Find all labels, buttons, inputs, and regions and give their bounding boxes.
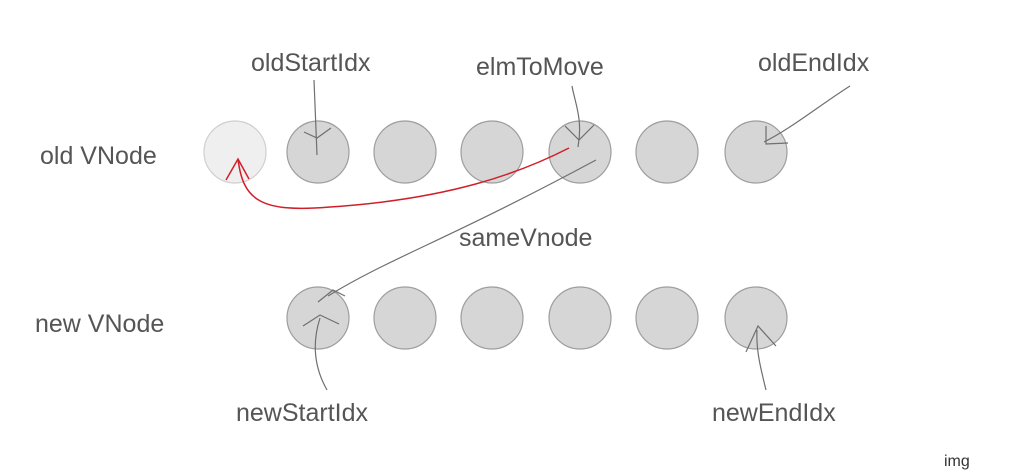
old-start-idx-label: oldStartIdx	[251, 49, 371, 77]
new-vnode-node-3	[460, 286, 524, 350]
old-vnode-node-3	[460, 120, 524, 184]
old-vnode-node-5	[635, 120, 699, 184]
elm-to-move-pointer-head	[564, 124, 595, 141]
elm-to-move-label: elmToMove	[476, 53, 604, 81]
old-vnode-node-1	[286, 120, 350, 184]
new-vnode-node-6	[724, 286, 788, 350]
new-end-pointer-line	[756, 329, 767, 391]
old-start-pointer-head	[303, 127, 332, 139]
new-vnode-node-5	[635, 286, 699, 350]
new-end-idx-label: newEndIdx	[712, 399, 836, 427]
new-vnode-node-4	[548, 286, 612, 350]
same-vnode-label: sameVnode	[459, 224, 592, 252]
old-vnode-node-6	[724, 120, 788, 184]
new-start-idx-label: newStartIdx	[236, 399, 369, 427]
old-end-pointer-head	[765, 126, 789, 145]
new-start-pointer-head	[302, 314, 340, 327]
image-caption: img	[944, 453, 970, 470]
same-vnode-connector-head	[317, 289, 346, 303]
old-end-pointer-line	[763, 85, 851, 143]
move-arrow-head	[225, 157, 250, 181]
new-end-pointer-head	[745, 324, 777, 353]
old-end-idx-label: oldEndIdx	[758, 49, 870, 77]
new-vnode-node-1	[286, 286, 350, 350]
new-vnode-row-label: new VNode	[35, 310, 164, 338]
same-vnode-connector-line	[327, 159, 597, 297]
old-vnode-node-2	[373, 120, 437, 184]
new-vnode-node-2	[373, 286, 437, 350]
old-vnode-node-4	[548, 120, 612, 184]
new-start-pointer-line	[314, 317, 328, 391]
move-arrow-line	[237, 147, 570, 210]
old-vnode-row-label: old VNode	[40, 142, 157, 170]
old-vnode-ghost-slot	[203, 120, 267, 184]
old-start-pointer-line	[313, 79, 318, 156]
